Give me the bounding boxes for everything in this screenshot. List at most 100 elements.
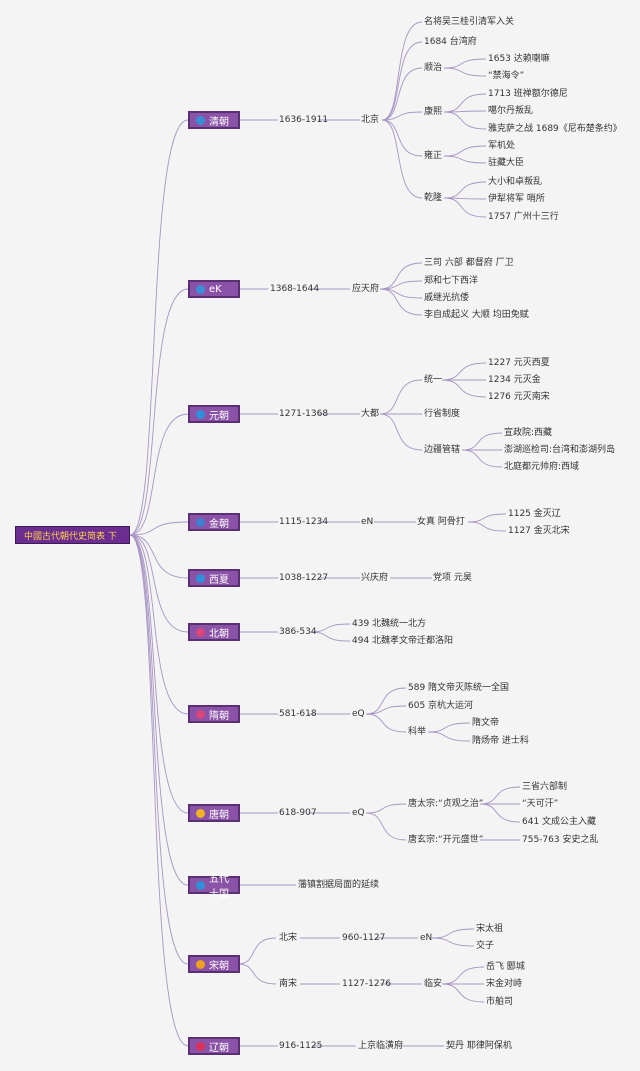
node-label[interactable]: 伊犁将军 哨所 bbox=[488, 194, 545, 204]
node-label[interactable]: 1234 元灭金 bbox=[488, 375, 541, 385]
period-label[interactable]: 1115-1234 bbox=[279, 517, 329, 527]
node-label[interactable]: 噶尔丹叛乱 bbox=[488, 106, 534, 116]
node-label[interactable]: 1653 达赖喇嘛 bbox=[488, 54, 550, 64]
node-label[interactable]: 605 京杭大运河 bbox=[408, 701, 474, 711]
dynasty-node[interactable]: eK bbox=[188, 280, 240, 298]
dynasty-label: 辽朝 bbox=[209, 1042, 229, 1054]
capital-label[interactable]: 上京临潢府 bbox=[358, 1041, 404, 1051]
period-label[interactable]: 960-1127 bbox=[342, 933, 386, 943]
dynasty-node[interactable]: 元朝 bbox=[188, 405, 240, 423]
connector bbox=[443, 93, 487, 113]
dynasty-node[interactable]: 清朝 bbox=[188, 111, 240, 129]
period-label[interactable]: 1368-1644 bbox=[270, 284, 320, 294]
connector bbox=[379, 379, 423, 415]
dynasty-node[interactable]: 金朝 bbox=[188, 513, 240, 531]
capital-label[interactable]: eN bbox=[361, 517, 374, 527]
founder-label[interactable]: 契丹 耶律阿保机 bbox=[446, 1041, 512, 1051]
node-label[interactable]: 军机处 bbox=[488, 141, 516, 151]
node-label[interactable]: 交子 bbox=[476, 941, 495, 951]
ring-icon bbox=[196, 627, 205, 637]
node-label[interactable]: 顺治 bbox=[424, 63, 443, 73]
dynasty-node[interactable]: 唐朝 bbox=[188, 804, 240, 822]
node-label[interactable]: 494 北魏孝文帝迁都洛阳 bbox=[352, 636, 454, 646]
dynasty-label: 清朝 bbox=[209, 116, 229, 128]
period-label[interactable]: 1271-1368 bbox=[279, 409, 329, 419]
root-node[interactable]: 中國古代朝代史简表 下 bbox=[15, 526, 130, 544]
node-label[interactable]: 李自成起义 大顺 均田免赋 bbox=[424, 310, 529, 320]
period-label[interactable]: 618-907 bbox=[279, 808, 317, 818]
dynasty-node[interactable]: 西夏 bbox=[188, 569, 240, 587]
node-label[interactable]: 乾隆 bbox=[424, 193, 443, 203]
node-label[interactable]: 郑和七下西洋 bbox=[424, 276, 479, 286]
node-label[interactable]: 戚继光抗倭 bbox=[424, 293, 470, 303]
node-label[interactable]: 隋文帝 bbox=[472, 718, 500, 728]
node-label[interactable]: 边疆管辖 bbox=[424, 445, 461, 455]
dynasty-label: 唐朝 bbox=[209, 809, 229, 821]
note-label[interactable]: 藩镇割据局面的延续 bbox=[298, 880, 380, 890]
connector bbox=[129, 534, 189, 814]
dynasty-node[interactable]: 五代十国 bbox=[188, 874, 240, 900]
period-label[interactable]: 916-1125 bbox=[279, 1041, 323, 1051]
connector bbox=[129, 413, 189, 536]
node-label[interactable]: 雅克萨之战 1689《尼布楚条约》 bbox=[488, 124, 622, 134]
dynasty-node[interactable]: 宋朝 bbox=[188, 955, 240, 973]
node-label[interactable]: 隋炀帝 进士科 bbox=[472, 736, 529, 746]
node-label[interactable]: 宣政院:西藏 bbox=[504, 428, 553, 438]
node-label[interactable]: 岳飞 郾城 bbox=[486, 962, 525, 972]
node-label[interactable]: 三省六部制 bbox=[522, 782, 568, 792]
node-label[interactable]: 统一 bbox=[424, 375, 443, 385]
node-label[interactable]: 澎湖巡检司:台湾和澎湖列岛 bbox=[504, 445, 616, 455]
node-label[interactable]: 名将吴三桂引清军入关 bbox=[424, 17, 515, 27]
period-label[interactable]: 1127-1276 bbox=[342, 979, 392, 989]
capital-label[interactable]: eQ bbox=[352, 808, 365, 818]
node-label[interactable]: 1276 元灭南宋 bbox=[488, 392, 550, 402]
node-label[interactable]: 唐玄宗:“开元盛世” bbox=[408, 835, 484, 845]
node-label[interactable]: 1227 元灭西夏 bbox=[488, 358, 550, 368]
capital-label[interactable]: eN bbox=[420, 933, 433, 943]
node-label[interactable]: 589 隋文帝灭陈统一全国 bbox=[408, 683, 510, 693]
dynasty-node[interactable]: 辽朝 bbox=[188, 1037, 240, 1055]
capital-label[interactable]: 临安 bbox=[424, 979, 443, 989]
period-label[interactable]: 北宋 bbox=[279, 933, 298, 943]
node-label[interactable]: 1713 班禅额尔德尼 bbox=[488, 89, 568, 99]
node-label[interactable]: 三司 六部 都督府 厂卫 bbox=[424, 258, 514, 268]
node-label[interactable]: 1125 金灭辽 bbox=[508, 509, 561, 519]
connector bbox=[365, 803, 407, 814]
period-label[interactable]: 1038-1227 bbox=[279, 573, 329, 583]
node-label[interactable]: “禁海令” bbox=[488, 71, 525, 81]
node-label[interactable]: 雍正 bbox=[424, 151, 443, 161]
capital-label[interactable]: eQ bbox=[352, 709, 365, 719]
node-label[interactable]: 行省制度 bbox=[424, 409, 461, 419]
node-label[interactable]: 439 北魏统一北方 bbox=[352, 619, 427, 629]
capital-label[interactable]: 兴庆府 bbox=[361, 573, 389, 583]
connector bbox=[365, 687, 407, 715]
node-label[interactable]: 康熙 bbox=[424, 107, 443, 117]
dynasty-node[interactable]: 隋朝 bbox=[188, 705, 240, 723]
node-label[interactable]: 宋金对峙 bbox=[486, 979, 523, 989]
node-label[interactable]: 驻藏大臣 bbox=[488, 158, 525, 168]
node-label[interactable]: 1757 广州十三行 bbox=[488, 212, 559, 222]
period-label[interactable]: 南宋 bbox=[279, 979, 298, 989]
dynasty-node[interactable]: 北朝 bbox=[188, 623, 240, 641]
founder-label[interactable]: 党项 元昊 bbox=[433, 573, 472, 583]
period-label[interactable]: 1636-1911 bbox=[279, 115, 329, 125]
node-label[interactable]: 市舶司 bbox=[486, 997, 514, 1007]
node-label[interactable]: 科举 bbox=[408, 727, 427, 737]
node-label[interactable]: 641 文成公主入藏 bbox=[522, 817, 597, 827]
node-label[interactable]: 宋太祖 bbox=[476, 924, 504, 934]
capital-label[interactable]: 应天府 bbox=[352, 284, 380, 294]
founder-label[interactable]: 女真 阿骨打 bbox=[417, 517, 465, 527]
node-label[interactable]: 唐太宗:“贞观之治” bbox=[408, 799, 484, 809]
node-label[interactable]: 755-763 安史之乱 bbox=[522, 835, 599, 845]
node-label[interactable]: 北庭都元帅府:西域 bbox=[504, 462, 580, 472]
capital-label[interactable]: 北京 bbox=[361, 115, 380, 125]
connector bbox=[381, 21, 423, 121]
node-label[interactable]: 1684 台湾府 bbox=[424, 37, 477, 47]
node-label[interactable]: 大小和卓叛乱 bbox=[488, 177, 543, 187]
node-label[interactable]: “天可汗” bbox=[522, 799, 559, 809]
dynasty-label: 宋朝 bbox=[209, 960, 229, 972]
period-label[interactable]: 581-618 bbox=[279, 709, 317, 719]
period-label[interactable]: 386-534 bbox=[279, 627, 317, 637]
node-label[interactable]: 1127 金灭北宋 bbox=[508, 526, 570, 536]
capital-label[interactable]: 大都 bbox=[361, 409, 380, 419]
